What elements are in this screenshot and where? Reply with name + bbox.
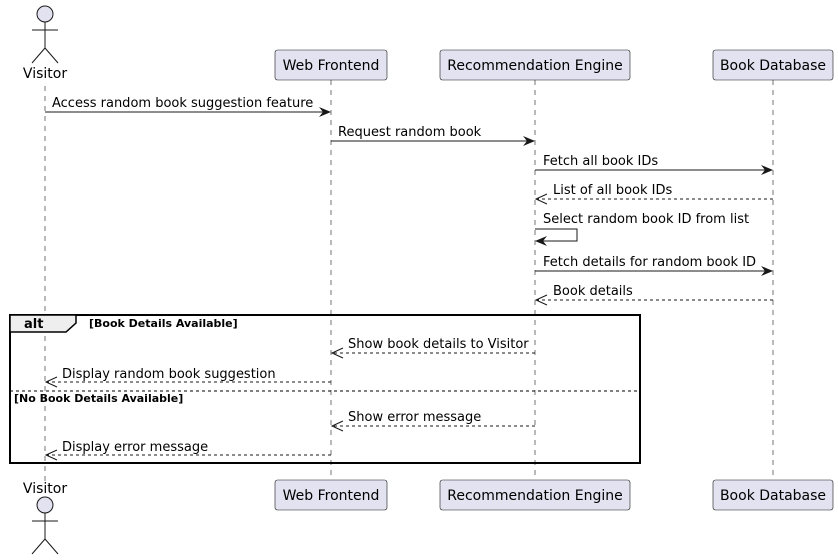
message: Show error message xyxy=(330,410,535,432)
alt-condition-unavailable: [No Book Details Available] xyxy=(14,392,183,405)
alt-fragment-keyword: alt xyxy=(24,317,43,332)
participant-web-frontend-bottom: Web Frontend xyxy=(274,479,388,511)
arrow-head-icon xyxy=(44,376,58,388)
actor-visitor-top: Visitor xyxy=(23,5,67,82)
message: Access random book suggestion feature xyxy=(45,96,331,117)
participant-label-visitor-top: Visitor xyxy=(23,66,67,82)
message-self: Select random book ID from list xyxy=(535,212,749,246)
participant-label-web-frontend-top: Web Frontend xyxy=(283,58,380,74)
message: Fetch all book IDs xyxy=(535,154,773,175)
actor-visitor-bottom: Visitor xyxy=(23,481,67,555)
participant-label-web-frontend-bottom: Web Frontend xyxy=(283,488,380,504)
participant-label-recommendation-engine-bottom: Recommendation Engine xyxy=(447,488,622,504)
message-label: Display error message xyxy=(62,440,208,455)
message: Request random book xyxy=(331,125,535,146)
alt-condition-available: [Book Details Available] xyxy=(89,317,238,330)
message-label: Fetch details for random book ID xyxy=(543,255,756,270)
message-label: Select random book ID from list xyxy=(543,212,749,227)
message-label: Display random book suggestion xyxy=(62,367,276,382)
participant-label-recommendation-engine-top: Recommendation Engine xyxy=(447,58,622,74)
participant-web-frontend-top: Web Frontend xyxy=(274,49,388,81)
arrow-head-icon xyxy=(534,294,548,306)
message: Fetch details for random book ID xyxy=(535,255,773,276)
message-label: Book details xyxy=(553,284,633,299)
message-label: Request random book xyxy=(338,125,482,140)
arrow-head-icon xyxy=(535,236,547,246)
message: Display error message xyxy=(44,440,331,461)
participant-recommendation-engine-bottom: Recommendation Engine xyxy=(439,479,631,511)
arrow-head-icon xyxy=(319,107,331,117)
message: Show book details to Visitor xyxy=(330,337,535,359)
participant-label-visitor-bottom: Visitor xyxy=(23,481,67,497)
arrow-head-icon xyxy=(761,266,773,276)
participant-recommendation-engine-top: Recommendation Engine xyxy=(439,49,631,81)
message-label: List of all book IDs xyxy=(553,183,673,198)
arrow-head-icon xyxy=(523,136,535,146)
message: List of all book IDs xyxy=(534,183,773,205)
arrow-head-icon xyxy=(761,165,773,175)
message-label: Access random book suggestion feature xyxy=(52,96,313,111)
actor-head-icon xyxy=(36,496,54,514)
arrow-head-icon xyxy=(330,420,344,432)
arrow-head-icon xyxy=(534,193,548,205)
participant-book-database-top: Book Database xyxy=(712,49,834,81)
alt-fragment: alt [Book Details Available] [No Book De… xyxy=(9,314,641,464)
arrow-head-icon xyxy=(44,449,58,461)
arrow-head-icon xyxy=(330,347,344,359)
message: Display random book suggestion xyxy=(44,367,331,388)
message-label: Show error message xyxy=(348,410,481,425)
message-label: Fetch all book IDs xyxy=(543,154,658,169)
message: Book details xyxy=(534,284,773,306)
actor-head-icon xyxy=(36,5,54,23)
participant-book-database-bottom: Book Database xyxy=(712,479,834,511)
participant-label-book-database-top: Book Database xyxy=(720,58,826,74)
participant-label-book-database-bottom: Book Database xyxy=(720,488,826,504)
message-label: Show book details to Visitor xyxy=(348,337,529,352)
